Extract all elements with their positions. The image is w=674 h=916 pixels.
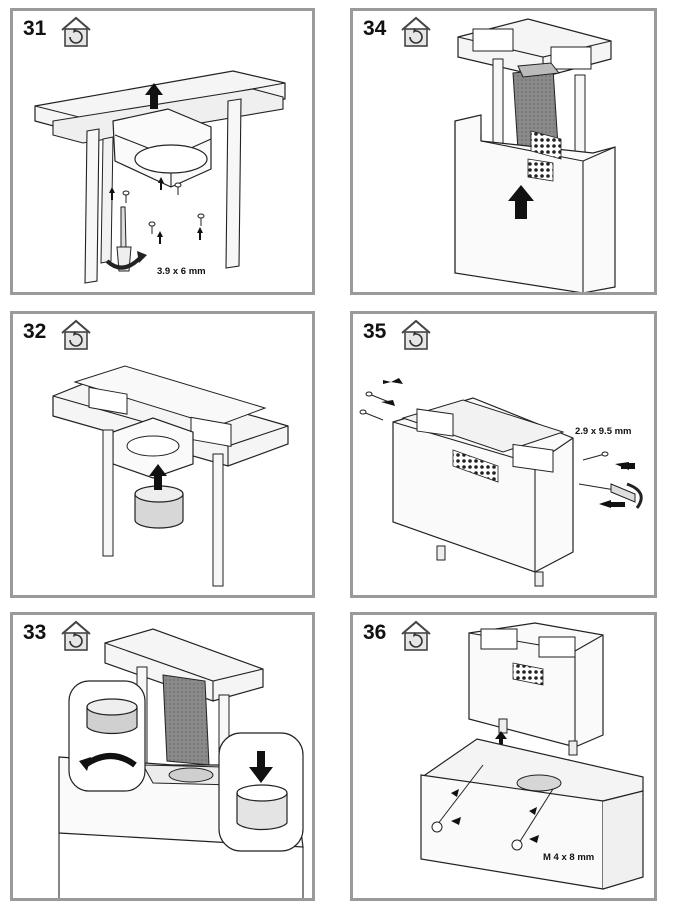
step-32-illustration — [52, 365, 289, 587]
step-31-illustration — [34, 70, 286, 284]
step-33-panel: 33 — [10, 612, 315, 901]
step-number: 32 — [23, 320, 47, 343]
step-number: 34 — [363, 17, 387, 40]
step-32-panel: 32 — [10, 311, 315, 598]
screw-size-label: 2.9 x 9.5 mm — [575, 426, 632, 437]
step-35-panel: 35 2.9 x 9.5 mm — [350, 311, 657, 598]
step-number: 33 — [23, 621, 47, 644]
step-number: 31 — [23, 17, 47, 40]
step-34-illustration — [454, 18, 616, 292]
step-33-illustration — [58, 628, 304, 898]
step-34-panel: 34 — [350, 8, 657, 295]
screw-size-label: 3.9 x 6 mm — [157, 266, 206, 277]
step-number: 36 — [363, 621, 387, 644]
bolt-size-label: M 4 x 8 mm — [543, 852, 595, 863]
step-36-illustration — [420, 622, 644, 890]
step-35-illustration — [359, 378, 643, 587]
step-number: 35 — [363, 320, 387, 343]
step-31-panel: 31 3.9 x 6 mm — [10, 8, 315, 295]
step-36-panel: 36 M 4 x 8 mm — [350, 612, 657, 901]
